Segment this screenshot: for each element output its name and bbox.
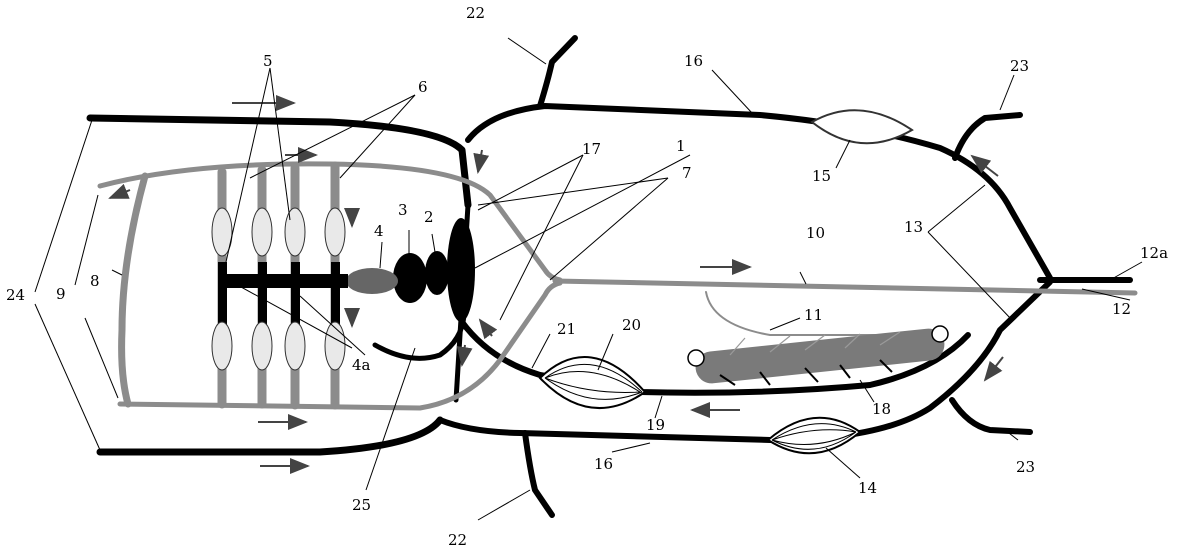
label-2: 2 <box>424 208 434 226</box>
label-16-lower: 16 <box>594 455 613 473</box>
organ-3 <box>393 253 427 303</box>
label-12a: 12a <box>1140 244 1168 262</box>
nerve-cord <box>218 274 348 288</box>
dark-rung-1 <box>218 262 227 352</box>
grey-loop-lower <box>117 280 563 411</box>
label-8: 8 <box>90 272 100 290</box>
branch-23-lower <box>949 397 1033 435</box>
label-6: 6 <box>418 78 428 96</box>
organ-15 <box>810 109 914 145</box>
organ-18 <box>695 328 945 384</box>
lower-dark-vessel-left <box>96 416 444 456</box>
label-15: 15 <box>812 167 831 185</box>
upper-dark-vessel-left <box>86 114 472 209</box>
label-18: 18 <box>872 400 891 418</box>
branch-22-lower <box>522 430 555 518</box>
label-4: 4 <box>374 222 384 240</box>
leader-lines <box>34 37 1143 521</box>
label-22-lower: 22 <box>448 531 467 549</box>
organ-4 <box>346 268 398 294</box>
label-5: 5 <box>263 52 273 70</box>
vessel-8 <box>118 172 149 408</box>
vessel-11 <box>705 291 941 336</box>
organ-18-branches <box>719 359 893 386</box>
dark-rung-2 <box>258 262 267 344</box>
dark-rung-3 <box>291 262 300 344</box>
label-21: 21 <box>557 320 576 338</box>
label-25: 25 <box>352 496 371 514</box>
bundles-lower <box>211 321 346 371</box>
label-23-lower: 23 <box>1016 458 1035 476</box>
label-20: 20 <box>622 316 641 334</box>
label-10: 10 <box>806 224 825 242</box>
organ-20 <box>538 356 647 410</box>
label-9: 9 <box>56 285 66 303</box>
labels: 1 2 3 4 4a 5 6 7 8 9 10 11 12 12a 13 14 … <box>6 4 1168 549</box>
bundles-upper <box>211 207 346 257</box>
vessel-19 <box>459 319 971 396</box>
label-16-upper: 16 <box>684 52 703 70</box>
label-1: 1 <box>676 137 686 155</box>
organ-1 <box>447 218 475 322</box>
organ-18-end-right <box>931 325 949 343</box>
flow-arrows <box>108 95 1004 474</box>
lower-dark-vessel-body <box>437 279 1053 443</box>
label-3: 3 <box>398 201 408 219</box>
organ-2 <box>425 251 449 295</box>
label-7: 7 <box>682 164 692 182</box>
organ-11-branches <box>729 331 901 356</box>
grey-loop-upper <box>97 161 563 283</box>
vessel-25 <box>372 312 467 361</box>
label-17: 17 <box>582 140 601 158</box>
label-12: 12 <box>1112 300 1131 318</box>
label-23-upper: 23 <box>1010 57 1029 75</box>
organ-18-end-left <box>687 349 705 367</box>
label-13: 13 <box>904 218 923 236</box>
upper-dark-vessel-body <box>465 103 1053 281</box>
vessel-10 <box>552 278 1138 296</box>
label-11: 11 <box>804 306 823 324</box>
label-24: 24 <box>6 286 25 304</box>
label-19: 19 <box>646 416 665 434</box>
label-4a: 4a <box>352 356 371 374</box>
label-14: 14 <box>858 479 877 497</box>
dark-rung-4 <box>331 262 340 344</box>
branch-22-upper <box>537 35 578 109</box>
organ-14 <box>766 416 862 455</box>
label-22-upper: 22 <box>466 4 485 22</box>
branch-23-upper <box>952 112 1023 161</box>
